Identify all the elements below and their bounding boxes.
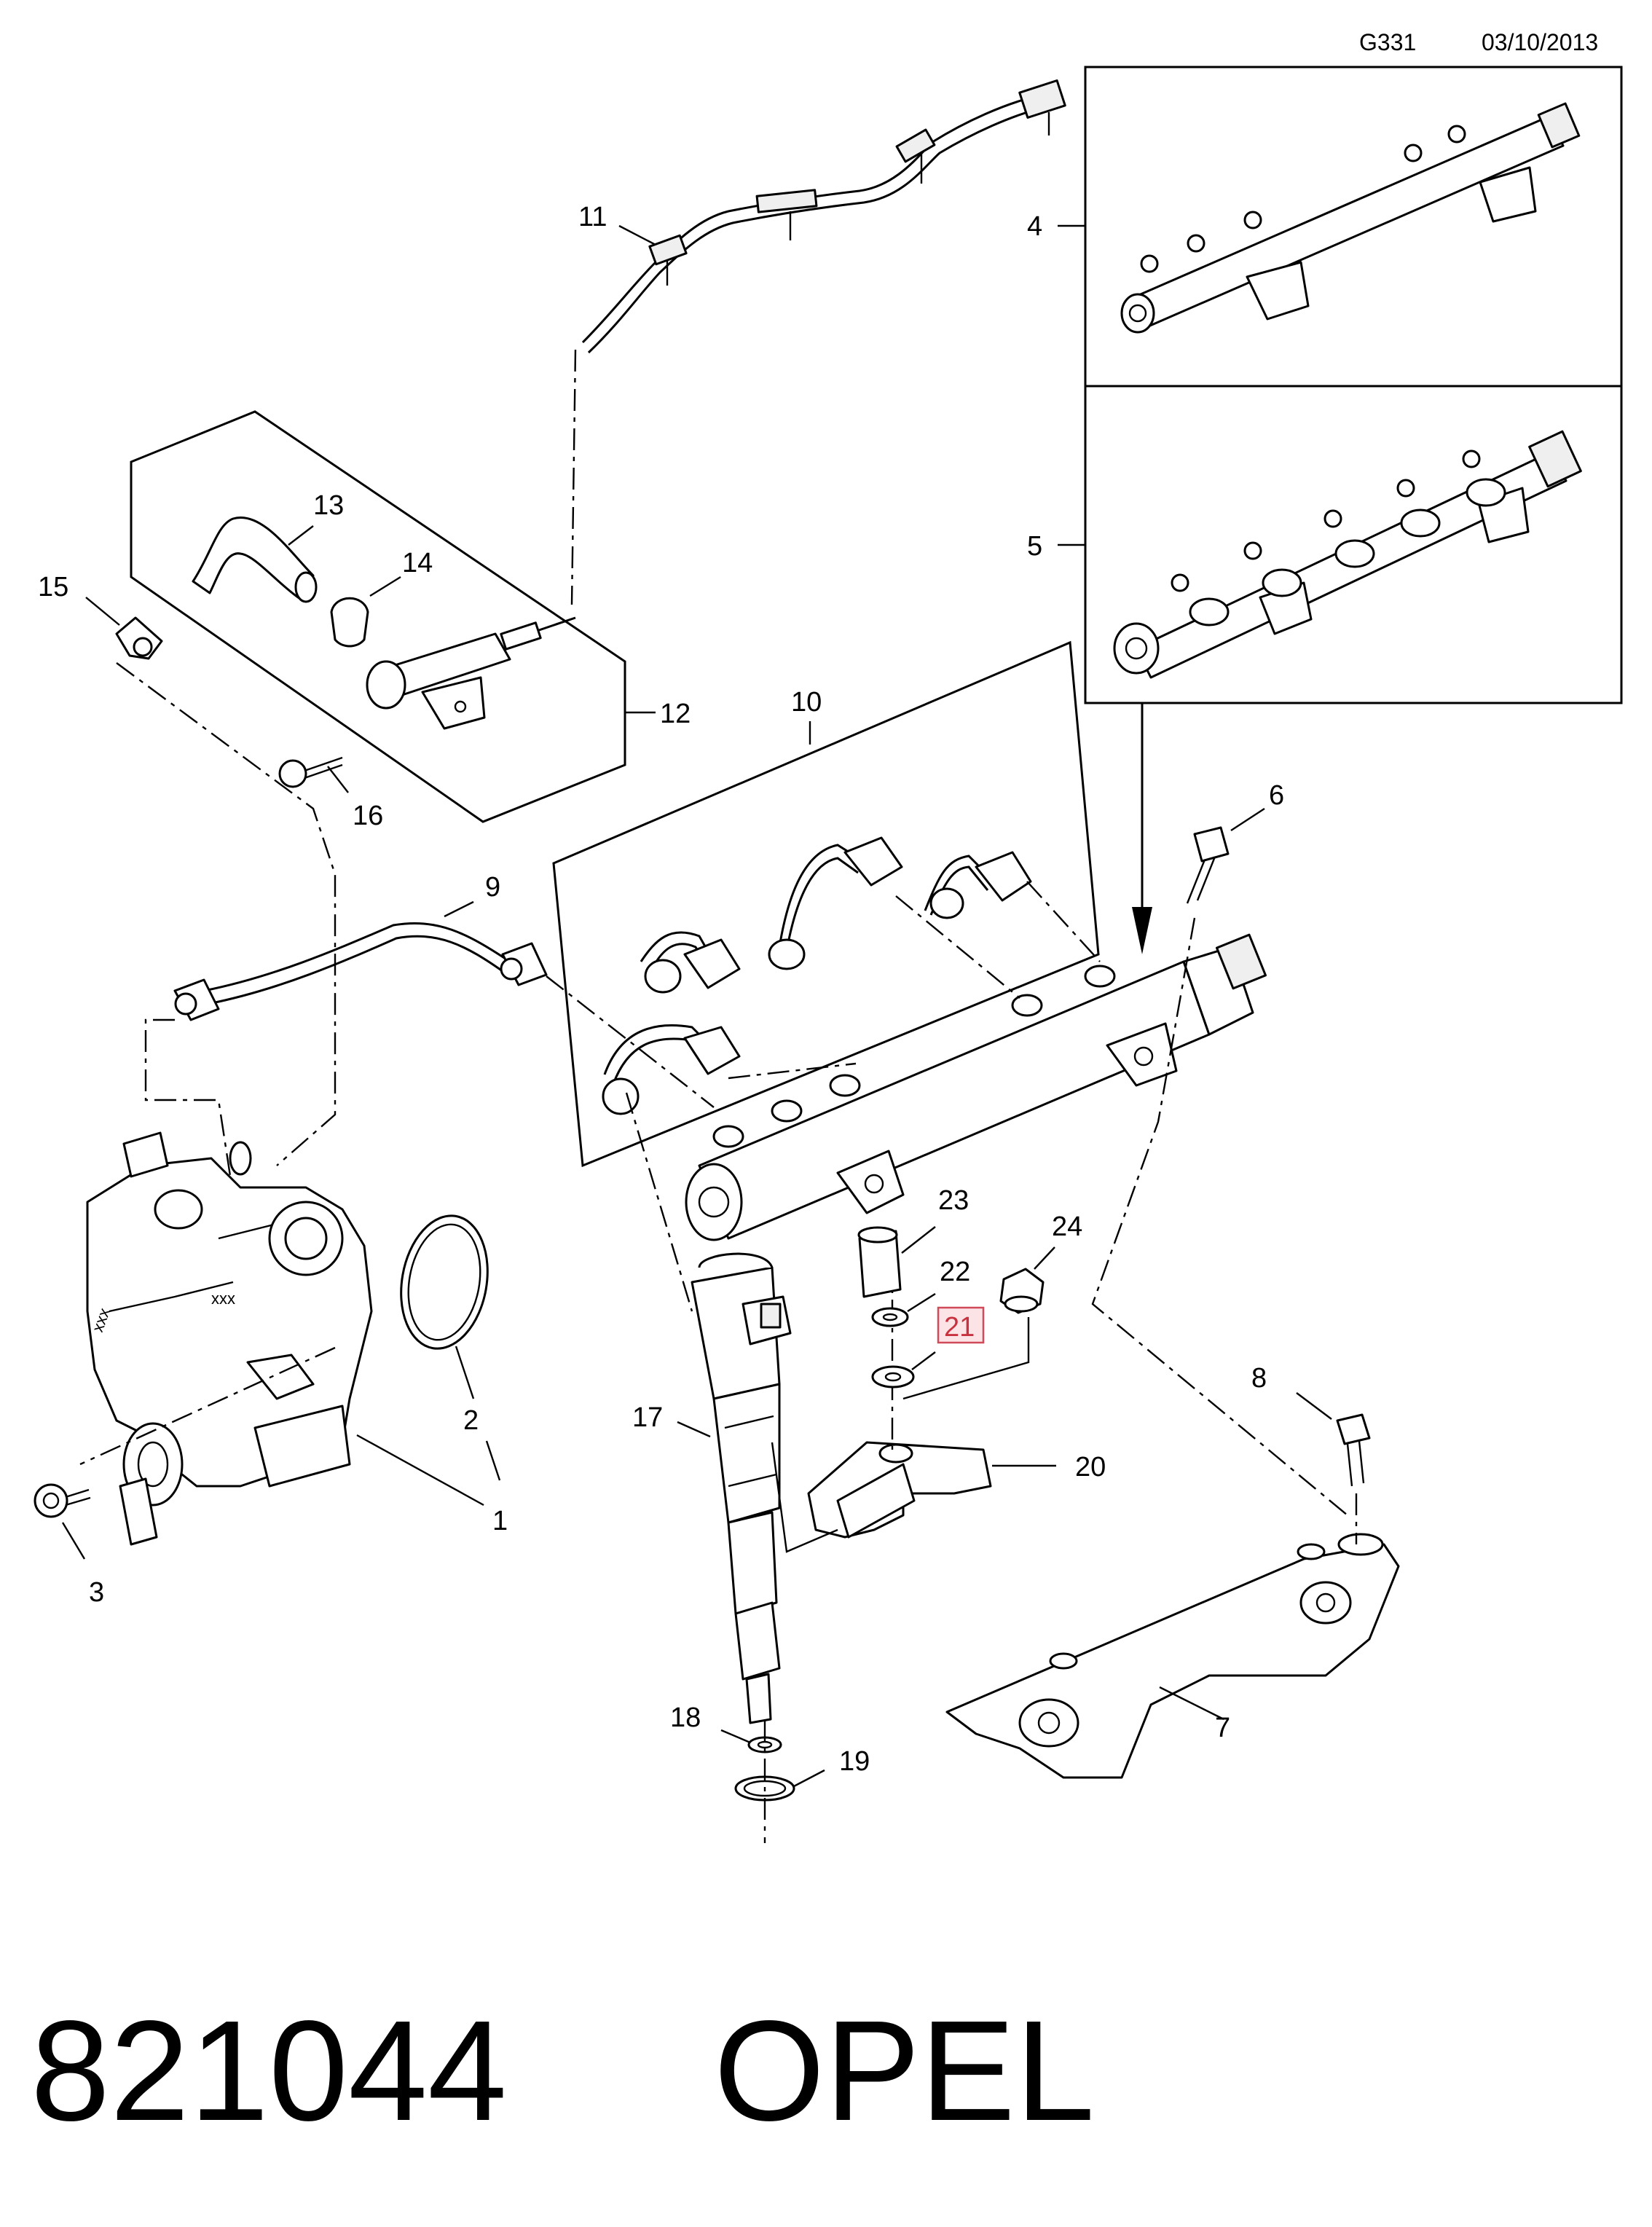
bolt bbox=[278, 759, 307, 788]
svg-text:xxx: xxx bbox=[211, 1289, 235, 1308]
callout-8[interactable]: 8 bbox=[1251, 1363, 1267, 1394]
callout-9[interactable]: 9 bbox=[485, 872, 500, 903]
lower-washer[interactable] bbox=[871, 1365, 915, 1389]
clamp-nut[interactable] bbox=[999, 1268, 1045, 1314]
rail-mounting-bracket[interactable] bbox=[945, 1533, 1400, 1779]
callout-22[interactable]: 22 bbox=[940, 1257, 970, 1287]
callout-10[interactable]: 10 bbox=[791, 687, 822, 718]
wiring-harness[interactable] bbox=[581, 79, 1066, 354]
arrow-down-icon bbox=[1132, 907, 1152, 954]
o-ring[interactable] bbox=[391, 1209, 497, 1355]
high-pressure-pipe[interactable] bbox=[173, 922, 548, 1021]
callout-12[interactable]: 12 bbox=[660, 699, 691, 729]
callout-16[interactable]: 16 bbox=[353, 801, 383, 831]
callout-11[interactable]: 11 bbox=[578, 202, 607, 232]
injector-pipes[interactable] bbox=[602, 836, 1032, 1115]
callout-24[interactable]: 24 bbox=[1052, 1211, 1082, 1242]
diagram-code: G331 bbox=[1359, 29, 1416, 55]
diagram-date: 03/10/2013 bbox=[1482, 29, 1598, 55]
injector-clamp[interactable] bbox=[807, 1441, 992, 1539]
upper-washer[interactable] bbox=[871, 1307, 909, 1327]
connector-clip[interactable] bbox=[115, 616, 163, 660]
fuel-injector[interactable] bbox=[691, 1252, 792, 1724]
callout-3[interactable]: 3 bbox=[89, 1577, 104, 1608]
fuel-rail-variants-inset bbox=[1084, 66, 1623, 954]
callout-6[interactable]: 6 bbox=[1269, 780, 1284, 811]
callout-14[interactable]: 14 bbox=[402, 548, 433, 578]
rail-bolt[interactable] bbox=[1186, 826, 1230, 904]
bracket-bolt[interactable] bbox=[1336, 1413, 1371, 1487]
callout-21-highlight bbox=[937, 1306, 985, 1344]
fuel-rail-variant-5[interactable] bbox=[1113, 430, 1582, 679]
fuel-rail[interactable] bbox=[685, 933, 1267, 1241]
part-number: 821044 bbox=[31, 1991, 507, 2151]
sensor-kit-group bbox=[130, 410, 626, 823]
callout-1[interactable]: 1 bbox=[492, 1506, 508, 1536]
callout-7[interactable]: 7 bbox=[1215, 1713, 1230, 1743]
callout-17[interactable]: 17 bbox=[632, 1402, 663, 1433]
callout-20[interactable]: 20 bbox=[1075, 1452, 1106, 1482]
injector-pipe-set-box bbox=[552, 640, 1100, 1168]
high-pressure-pump[interactable]: xxx xxx bbox=[86, 1131, 373, 1546]
callout-5[interactable]: 5 bbox=[1027, 531, 1042, 562]
callout-13[interactable]: 13 bbox=[313, 490, 344, 521]
fuel-rail-variant-4[interactable] bbox=[1120, 102, 1581, 334]
spacer-sleeve[interactable] bbox=[857, 1226, 902, 1298]
callout-4[interactable]: 4 bbox=[1027, 211, 1042, 242]
brand-name: OPEL bbox=[714, 1991, 1095, 2151]
callout-21[interactable]: 21 bbox=[944, 1312, 975, 1343]
pump-bolt[interactable] bbox=[34, 1483, 91, 1518]
hose-clamp bbox=[330, 597, 369, 648]
callout-23[interactable]: 23 bbox=[938, 1185, 969, 1216]
callout-19[interactable]: 19 bbox=[839, 1746, 870, 1777]
callout-15[interactable]: 15 bbox=[38, 572, 68, 602]
callout-18[interactable]: 18 bbox=[670, 1702, 701, 1733]
callout-2[interactable]: 2 bbox=[463, 1405, 479, 1436]
